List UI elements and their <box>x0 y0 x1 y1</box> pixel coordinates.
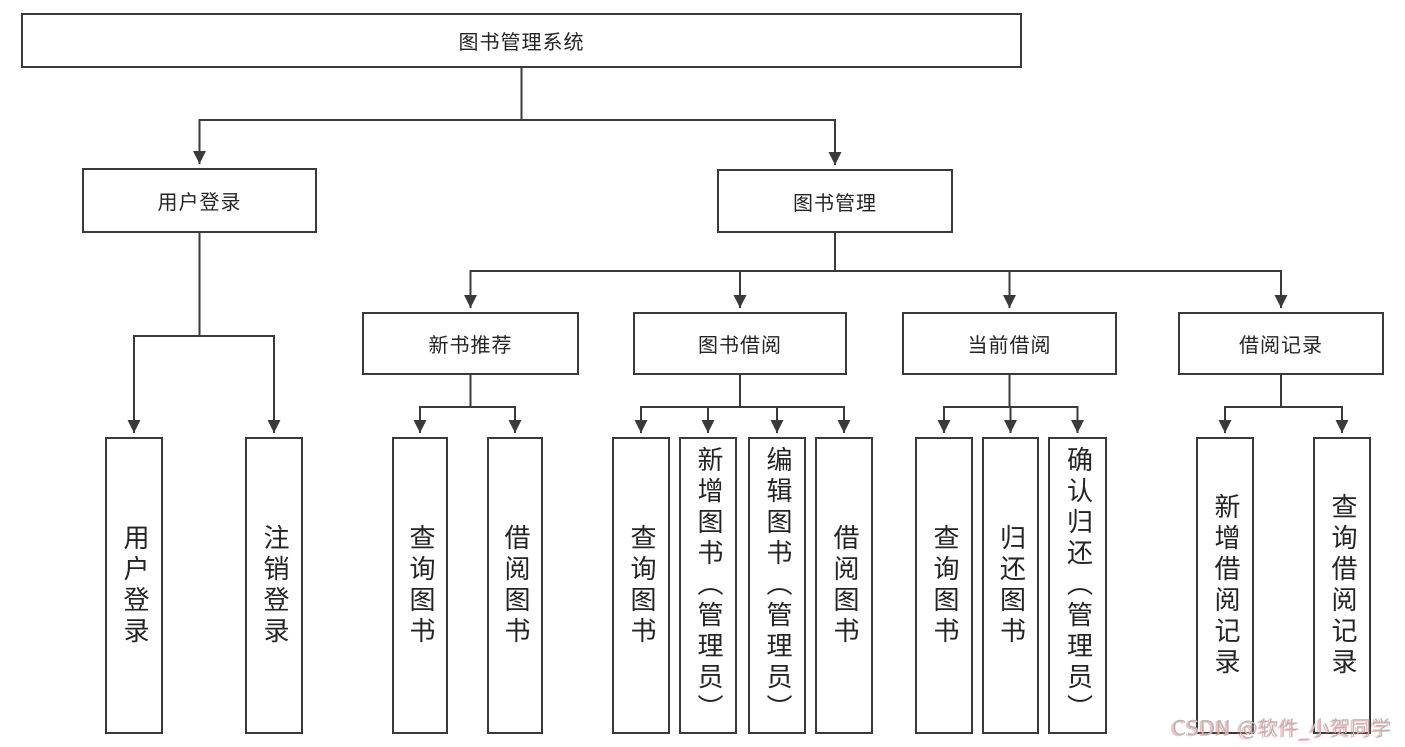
node-label: 归还图书 <box>995 523 1026 648</box>
node-label: 新书推荐 <box>428 333 513 357</box>
leaf-borrow-books: 借阅图书 <box>815 437 873 734</box>
node-label: 用户登录 <box>119 523 149 648</box>
node-label: 注销登录 <box>259 523 289 648</box>
leaf-user-login: 用户登录 <box>105 437 163 734</box>
leaf-add-borrow-record: 新增借阅记录 <box>1196 437 1254 734</box>
node-label: 用户登录 <box>157 190 242 214</box>
leaf-query-books-current: 查询图书 <box>915 437 973 734</box>
node-borrow-records: 借阅记录 <box>1178 312 1384 375</box>
node-label: 确认归还（管理员） <box>1062 446 1093 725</box>
node-label: 图书管理 <box>793 190 877 215</box>
node-label: 查询图书 <box>626 523 656 648</box>
node-book-management: 图书管理 <box>717 169 953 233</box>
leaf-return-book: 归还图书 <box>982 437 1039 734</box>
node-label: 借阅图书 <box>829 523 859 648</box>
node-label: 查询图书 <box>405 523 435 648</box>
node-label: 新增图书（管理员） <box>693 446 723 725</box>
node-label: 查询图书 <box>929 523 959 648</box>
node-label: 图书管理系统 <box>458 30 585 54</box>
leaf-edit-book-admin: 编辑图书（管理员） <box>748 437 806 734</box>
node-current-borrow: 当前借阅 <box>902 312 1117 375</box>
node-label: 新增借阅记录 <box>1210 492 1240 679</box>
leaf-confirm-return-admin: 确认归还（管理员） <box>1048 437 1107 734</box>
node-label: 图书借阅 <box>698 333 782 357</box>
leaf-borrow-books-recommend: 借阅图书 <box>487 437 543 734</box>
node-label: 借阅图书 <box>500 523 530 648</box>
leaf-query-borrow-record: 查询借阅记录 <box>1313 437 1371 734</box>
leaf-query-books-borrow: 查询图书 <box>612 437 670 734</box>
node-root: 图书管理系统 <box>21 13 1022 68</box>
node-label: 查询借阅记录 <box>1327 492 1357 679</box>
node-label: 借阅记录 <box>1239 333 1323 357</box>
node-user-login-branch: 用户登录 <box>82 168 317 233</box>
node-new-book-recommend: 新书推荐 <box>362 312 579 375</box>
leaf-query-books-recommend: 查询图书 <box>392 437 448 734</box>
watermark: CSDN @软件_小贺同学 <box>1172 716 1392 740</box>
leaf-add-book-admin: 新增图书（管理员） <box>679 437 737 734</box>
leaf-logout: 注销登录 <box>245 437 303 734</box>
node-label: 编辑图书（管理员） <box>762 446 792 725</box>
node-book-borrow: 图书借阅 <box>633 312 847 375</box>
node-label: 当前借阅 <box>967 333 1052 357</box>
